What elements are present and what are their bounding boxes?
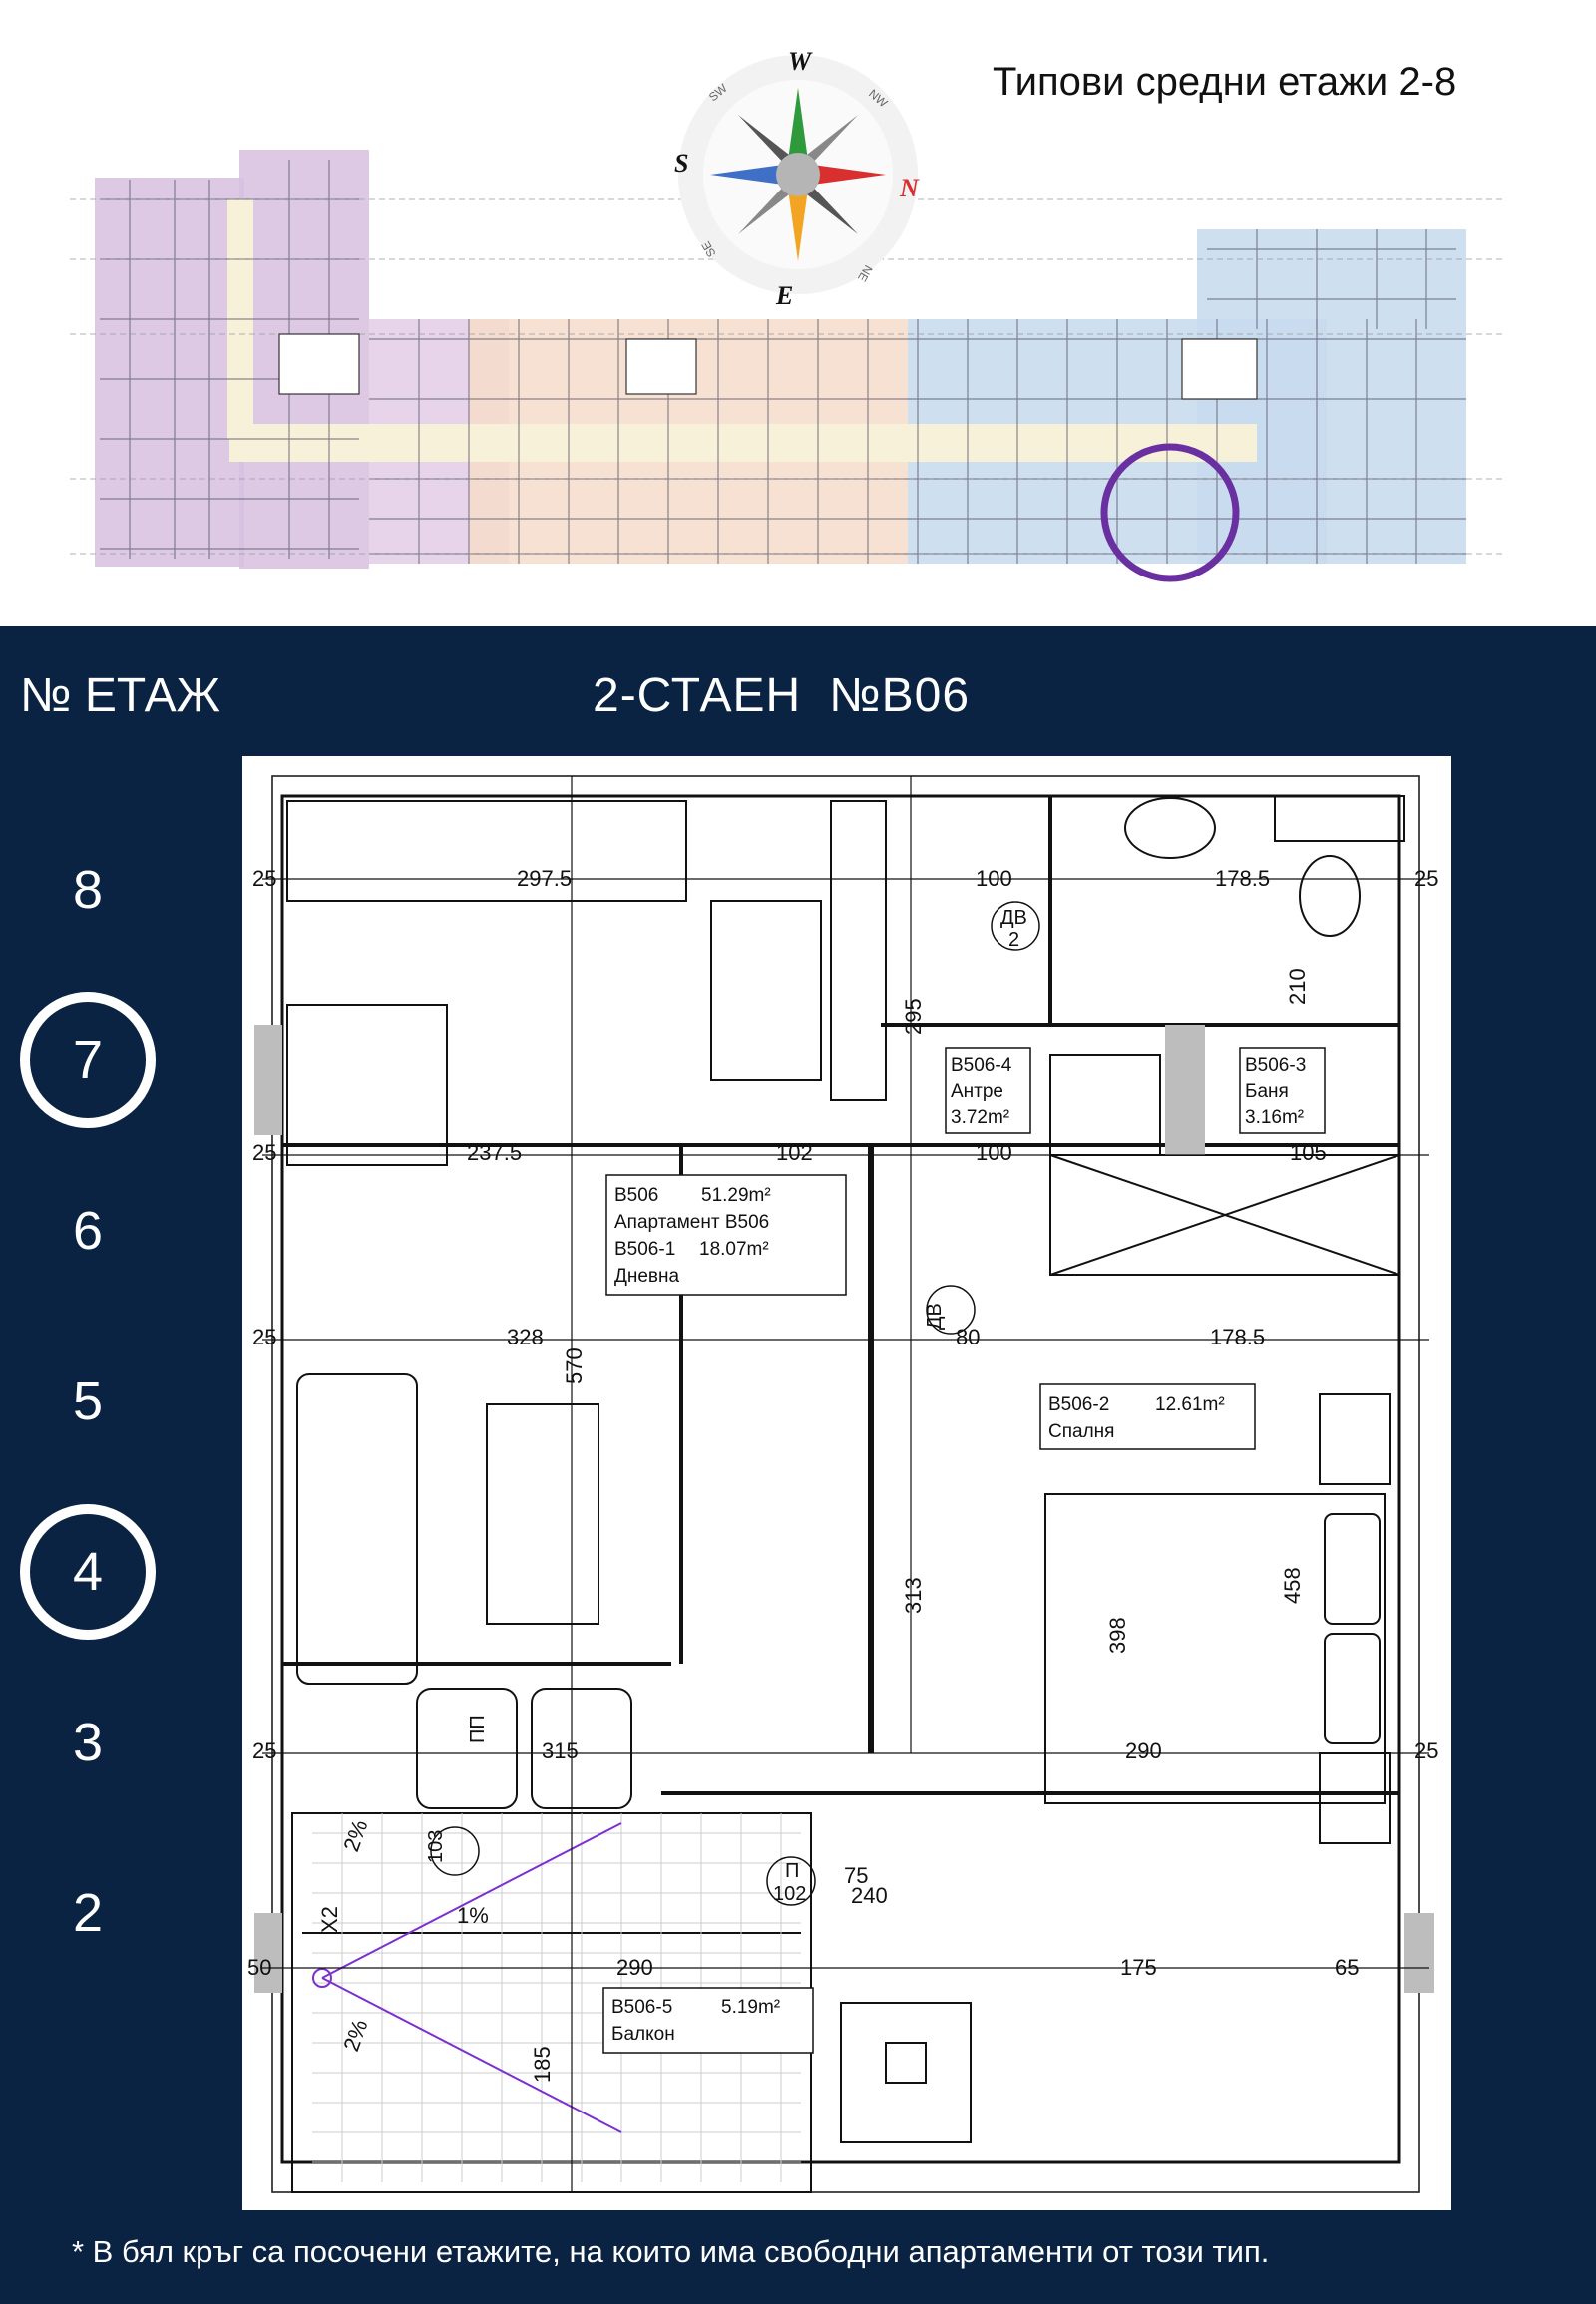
floor-column-title: № ЕТАЖ <box>20 669 220 722</box>
window-pp: ПП <box>467 1715 489 1743</box>
bedroom-code: B506-2 <box>1048 1394 1109 1415</box>
apartment-floor-plan: 25 297.5 100 178.5 25 25 237.5 102 100 1… <box>242 756 1451 2210</box>
bedroom-area: 12.61m² <box>1155 1394 1225 1415</box>
compass-north: N <box>899 174 920 202</box>
dim-bedroom-low: 290 <box>1125 1738 1162 1763</box>
dim-door-240: 240 <box>851 1883 888 1908</box>
balcony-code: B506-5 <box>611 1997 672 2018</box>
apartment-type: 2-СТАЕН <box>593 669 802 722</box>
building-key-plan <box>70 150 1506 582</box>
apartment-area: 51.29m² <box>701 1185 771 1206</box>
bathroom-name: Баня <box>1245 1081 1289 1102</box>
dim-bedroom-depth2: 458 <box>1280 1567 1305 1604</box>
living-area: 18.07m² <box>699 1239 769 1260</box>
floor-3[interactable]: 3 <box>72 1713 104 1772</box>
dim-bedroom-depth: 398 <box>1105 1617 1130 1654</box>
selected-apartment-marker <box>1100 443 1240 582</box>
door-p-102: 102 <box>773 1883 806 1905</box>
floor-8[interactable]: 8 <box>72 860 104 920</box>
dim-balcony-far: 65 <box>1335 1955 1359 1980</box>
typical-floors-title: Типови средни етажи 2-8 <box>993 60 1457 104</box>
compass-west: W <box>788 47 813 76</box>
door-dv-num: 2 <box>1008 929 1019 951</box>
dim-hall-depth: 295 <box>901 998 926 1035</box>
dim-wall-25-a: 25 <box>252 866 276 891</box>
dim-living-top: 237.5 <box>467 1140 522 1165</box>
dim-kitchen-width: 297.5 <box>517 866 572 891</box>
dim-bath-width: 178.5 <box>1215 866 1270 891</box>
compass-se: SE <box>698 239 718 260</box>
floor-4-available[interactable]: 4 <box>20 1504 156 1640</box>
hall-name: Антре <box>951 1081 1003 1102</box>
apartment-number: №B06 <box>829 669 971 722</box>
door-dv-label-2: ДВ <box>924 1303 946 1330</box>
dim-wall-25-c: 25 <box>252 1140 276 1165</box>
bathroom-area: 3.16m² <box>1245 1107 1304 1128</box>
dim-living-low: 315 <box>542 1738 579 1763</box>
dim-wall-25-d: 25 <box>252 1325 276 1349</box>
dim-living-depth: 570 <box>562 1347 587 1384</box>
compass-east: E <box>775 281 793 309</box>
dim-wall-50: 50 <box>247 1955 271 1980</box>
dim-door-75: 75 <box>844 1863 868 1888</box>
compass-south: S <box>674 149 688 178</box>
dim-hall-width: 102 <box>776 1140 813 1165</box>
hall-area: 3.72m² <box>951 1107 1009 1128</box>
floor-5[interactable]: 5 <box>72 1371 104 1431</box>
dim-balcony-depth: 185 <box>530 2046 555 2083</box>
apartment-code: B506 <box>614 1185 658 1206</box>
compass-rose: W E S N SW NW SE NE <box>674 47 920 309</box>
dim-slope-1: 1% <box>457 1903 489 1928</box>
dim-wall-25-f: 25 <box>1414 1738 1438 1763</box>
door-p-103: 103 <box>425 1830 447 1863</box>
key-plan-section: W E S N SW NW SE NE Типови средни етажи … <box>0 0 1596 626</box>
living-code: B506-1 <box>614 1239 675 1260</box>
dim-hall-door-2: 100 <box>976 1140 1012 1165</box>
dim-balcony-right: 175 <box>1120 1955 1157 1980</box>
door-p-label: П <box>785 1860 799 1882</box>
dim-living-mid: 328 <box>507 1325 544 1349</box>
door-dv-label: ДВ <box>1000 907 1027 929</box>
dim-bath-depth: 210 <box>1285 968 1310 1005</box>
drain-x2: X2 <box>317 1906 342 1933</box>
dim-bedroom-width: 178.5 <box>1210 1325 1265 1349</box>
floor-6[interactable]: 6 <box>72 1201 104 1261</box>
bedroom-name: Спалня <box>1048 1421 1114 1442</box>
dim-bath-right: 105 <box>1290 1140 1327 1165</box>
hall-code: B506-4 <box>951 1055 1012 1076</box>
dim-slope-2a: 2% <box>338 1816 372 1854</box>
dim-wall-25-e: 25 <box>252 1738 276 1763</box>
living-name: Дневна <box>614 1266 680 1287</box>
balcony-area: 5.19m² <box>721 1997 780 2018</box>
apartment-title: 2-СТАЕН №B06 <box>593 668 998 723</box>
dim-balcony-width: 290 <box>616 1955 653 1980</box>
dim-closet: 313 <box>901 1577 926 1614</box>
dim-hall-door: 100 <box>976 866 1012 891</box>
bathroom-code: B506-3 <box>1245 1055 1306 1076</box>
balcony-name: Балкон <box>611 2024 675 2045</box>
apartment-name: Апартамент В506 <box>614 1212 769 1233</box>
floor-7-available[interactable]: 7 <box>20 992 156 1128</box>
dim-slope-2b: 2% <box>338 2016 372 2054</box>
dim-wall-25-b: 25 <box>1414 866 1438 891</box>
floor-2[interactable]: 2 <box>72 1883 104 1943</box>
dim-door-80: 80 <box>956 1325 980 1349</box>
availability-footnote: * В бял кръг са посочени етажите, на кои… <box>72 2234 1270 2269</box>
